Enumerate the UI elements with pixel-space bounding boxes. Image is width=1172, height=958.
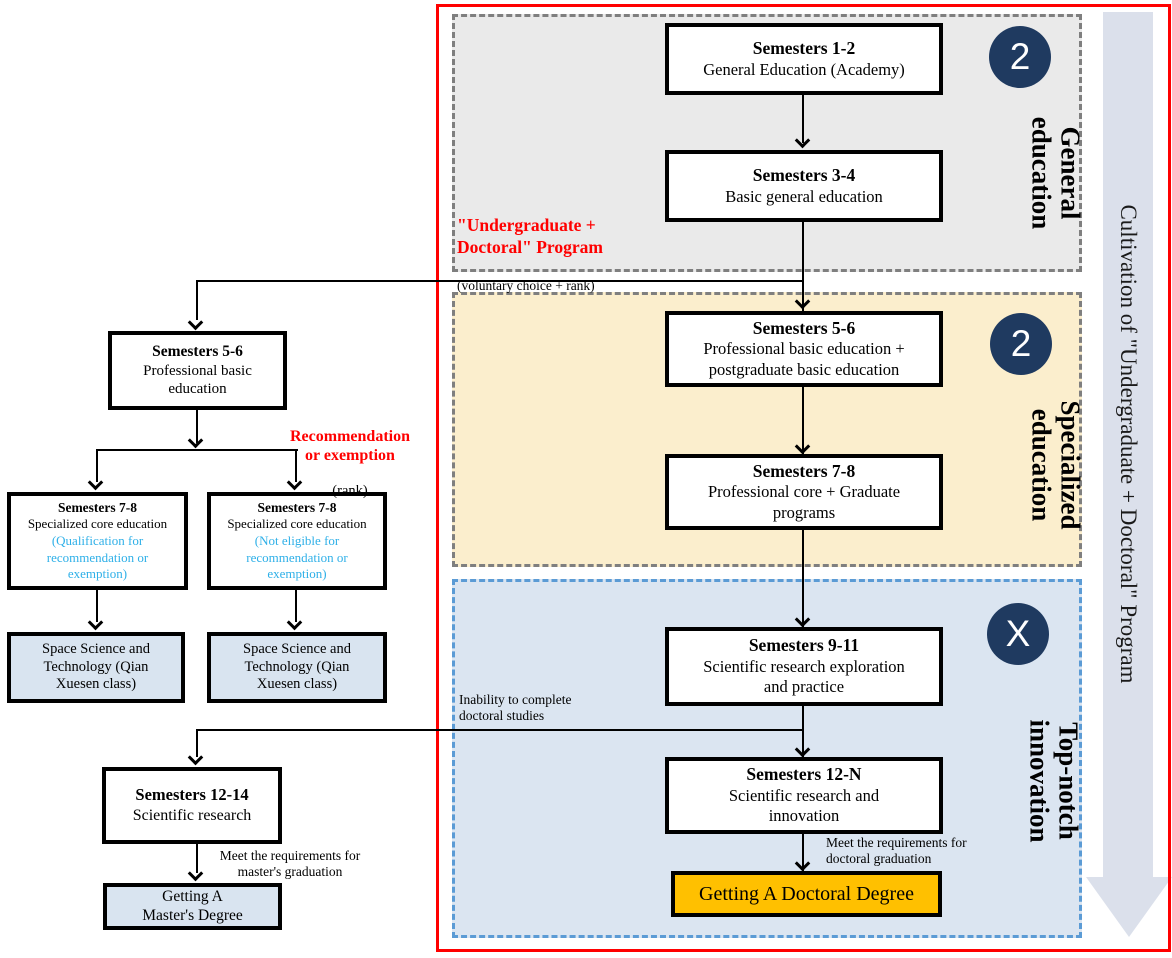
connector-line (196, 410, 198, 443)
connector-line (802, 222, 804, 314)
box-doctoral-degree: Getting A Doctoral Degree (671, 871, 942, 917)
box-semesters-7-8-main: Semesters 7-8 Professional core + Gradua… (665, 454, 943, 530)
box-semesters-3-4: Semesters 3-4 Basic general education (665, 150, 943, 222)
arrowhead-down-icon (286, 614, 303, 631)
box-body: Specialized core education (227, 516, 367, 532)
box-body: Scientific research (132, 806, 252, 824)
connector-line (802, 95, 804, 143)
box-body: Getting A Master's Degree (142, 887, 243, 924)
box-masters-degree: Getting A Master's Degree (103, 883, 282, 930)
connector-line (96, 449, 98, 482)
cultivation-arrow-head-icon (1086, 877, 1172, 937)
box-body: Specialized core education (27, 516, 168, 532)
box-title: Semesters 7-8 (57, 500, 138, 516)
box-semesters-12-14: Semesters 12-14 Scientific research (102, 767, 282, 844)
arrowhead-down-icon (87, 614, 104, 631)
stage-badge-specialized: 2 (990, 313, 1052, 375)
connector-line-split (96, 449, 298, 451)
connector-line-inability (196, 729, 804, 731)
box-semesters-5-6-left: Semesters 5-6 Professional basic educati… (108, 331, 287, 410)
arrowhead-down-icon (187, 865, 204, 882)
box-note: (Qualification for recommendation or exe… (46, 533, 149, 582)
box-body: Professional core + Graduate programs (707, 482, 901, 522)
box-semesters-7-8-qualified: Semesters 7-8 Specialized core education… (7, 492, 188, 590)
annotation-doctoral-requirements: Meet the requirements for doctoral gradu… (826, 835, 967, 866)
box-title: Semesters 7-8 (752, 460, 856, 481)
connector-line (802, 834, 804, 874)
box-body: Space Science and Technology (Qian Xuese… (42, 640, 150, 693)
box-body: General Education (Academy) (703, 59, 905, 79)
cultivation-arrow-shaft (1103, 12, 1153, 877)
arrowhead-down-icon (187, 314, 204, 331)
box-title: Semesters 5-6 (152, 343, 243, 361)
cultivation-arrow-label: Cultivation of "Undergraduate + Doctoral… (1116, 204, 1141, 684)
box-semesters-1-2: Semesters 1-2 General Education (Academy… (665, 23, 943, 95)
annotation-program-title: "Undergraduate + Doctoral" Program (457, 215, 603, 257)
box-body: Scientific research and innovation (728, 785, 880, 826)
box-title: Semesters 3-4 (752, 164, 856, 185)
arrowhead-down-icon (87, 474, 104, 491)
box-semesters-5-6-main: Semesters 5-6 Professional basic educati… (665, 311, 943, 387)
box-space-science-left: Space Science and Technology (Qian Xuese… (7, 632, 185, 703)
box-semesters-12-n: Semesters 12-N Scientific research and i… (665, 757, 943, 834)
box-body: Basic general education (725, 186, 883, 206)
box-body: Professional basic education (143, 362, 252, 398)
connector-line (196, 280, 198, 320)
box-title: Semesters 9-11 (748, 635, 860, 656)
connector-line (295, 449, 297, 482)
box-semesters-7-8-not-eligible: Semesters 7-8 Specialized core education… (207, 492, 387, 590)
box-space-science-right: Space Science and Technology (Qian Xuese… (207, 632, 387, 703)
annotation-recommendation-sub: (rank) (332, 483, 368, 500)
stage-label-general: General education (1027, 116, 1086, 230)
box-title: Semesters 5-6 (752, 317, 856, 338)
box-body: Professional basic education + postgradu… (703, 339, 905, 379)
arrowhead-down-icon (187, 432, 204, 449)
connector-line (96, 590, 98, 622)
stage-badge-general: 2 (989, 26, 1051, 88)
box-title: Semesters 1-2 (752, 37, 856, 58)
connector-line (802, 387, 804, 457)
annotation-recommendation-title: Recommendation or exemption (290, 428, 410, 465)
annotation-master-requirements: Meet the requirements for master's gradu… (219, 848, 361, 879)
box-semesters-9-11: Semesters 9-11 Scientific research explo… (665, 627, 943, 706)
stage-badge-topnotch: X (987, 603, 1049, 665)
box-body: Space Science and Technology (Qian Xuese… (243, 640, 351, 693)
box-body: Getting A Doctoral Degree (699, 882, 914, 905)
annotation-program-sub: (voluntary choice + rank) (457, 277, 595, 293)
connector-line (802, 530, 804, 630)
box-note: (Not eligible for recommendation or exem… (246, 533, 348, 582)
box-title: Semesters 7-8 (257, 500, 337, 516)
connector-line-branch-out (196, 280, 804, 282)
connector-line (196, 729, 198, 757)
stage-label-topnotch: Top-notch innovation (1025, 719, 1084, 843)
connector-line (802, 706, 804, 760)
arrowhead-down-icon (187, 749, 204, 766)
annotation-program: "Undergraduate + Doctoral" Program (volu… (457, 197, 603, 312)
stage-label-specialized: Specialized education (1027, 400, 1086, 530)
box-title: Semesters 12-14 (135, 785, 249, 805)
annotation-recommendation: Recommendation or exemption (rank) (270, 409, 430, 518)
box-title: Semesters 12-N (746, 764, 862, 785)
connector-line (295, 590, 297, 622)
annotation-inability: Inability to complete doctoral studies (459, 692, 572, 723)
box-body: Scientific research exploration and prac… (703, 656, 905, 697)
connector-line (196, 844, 198, 873)
